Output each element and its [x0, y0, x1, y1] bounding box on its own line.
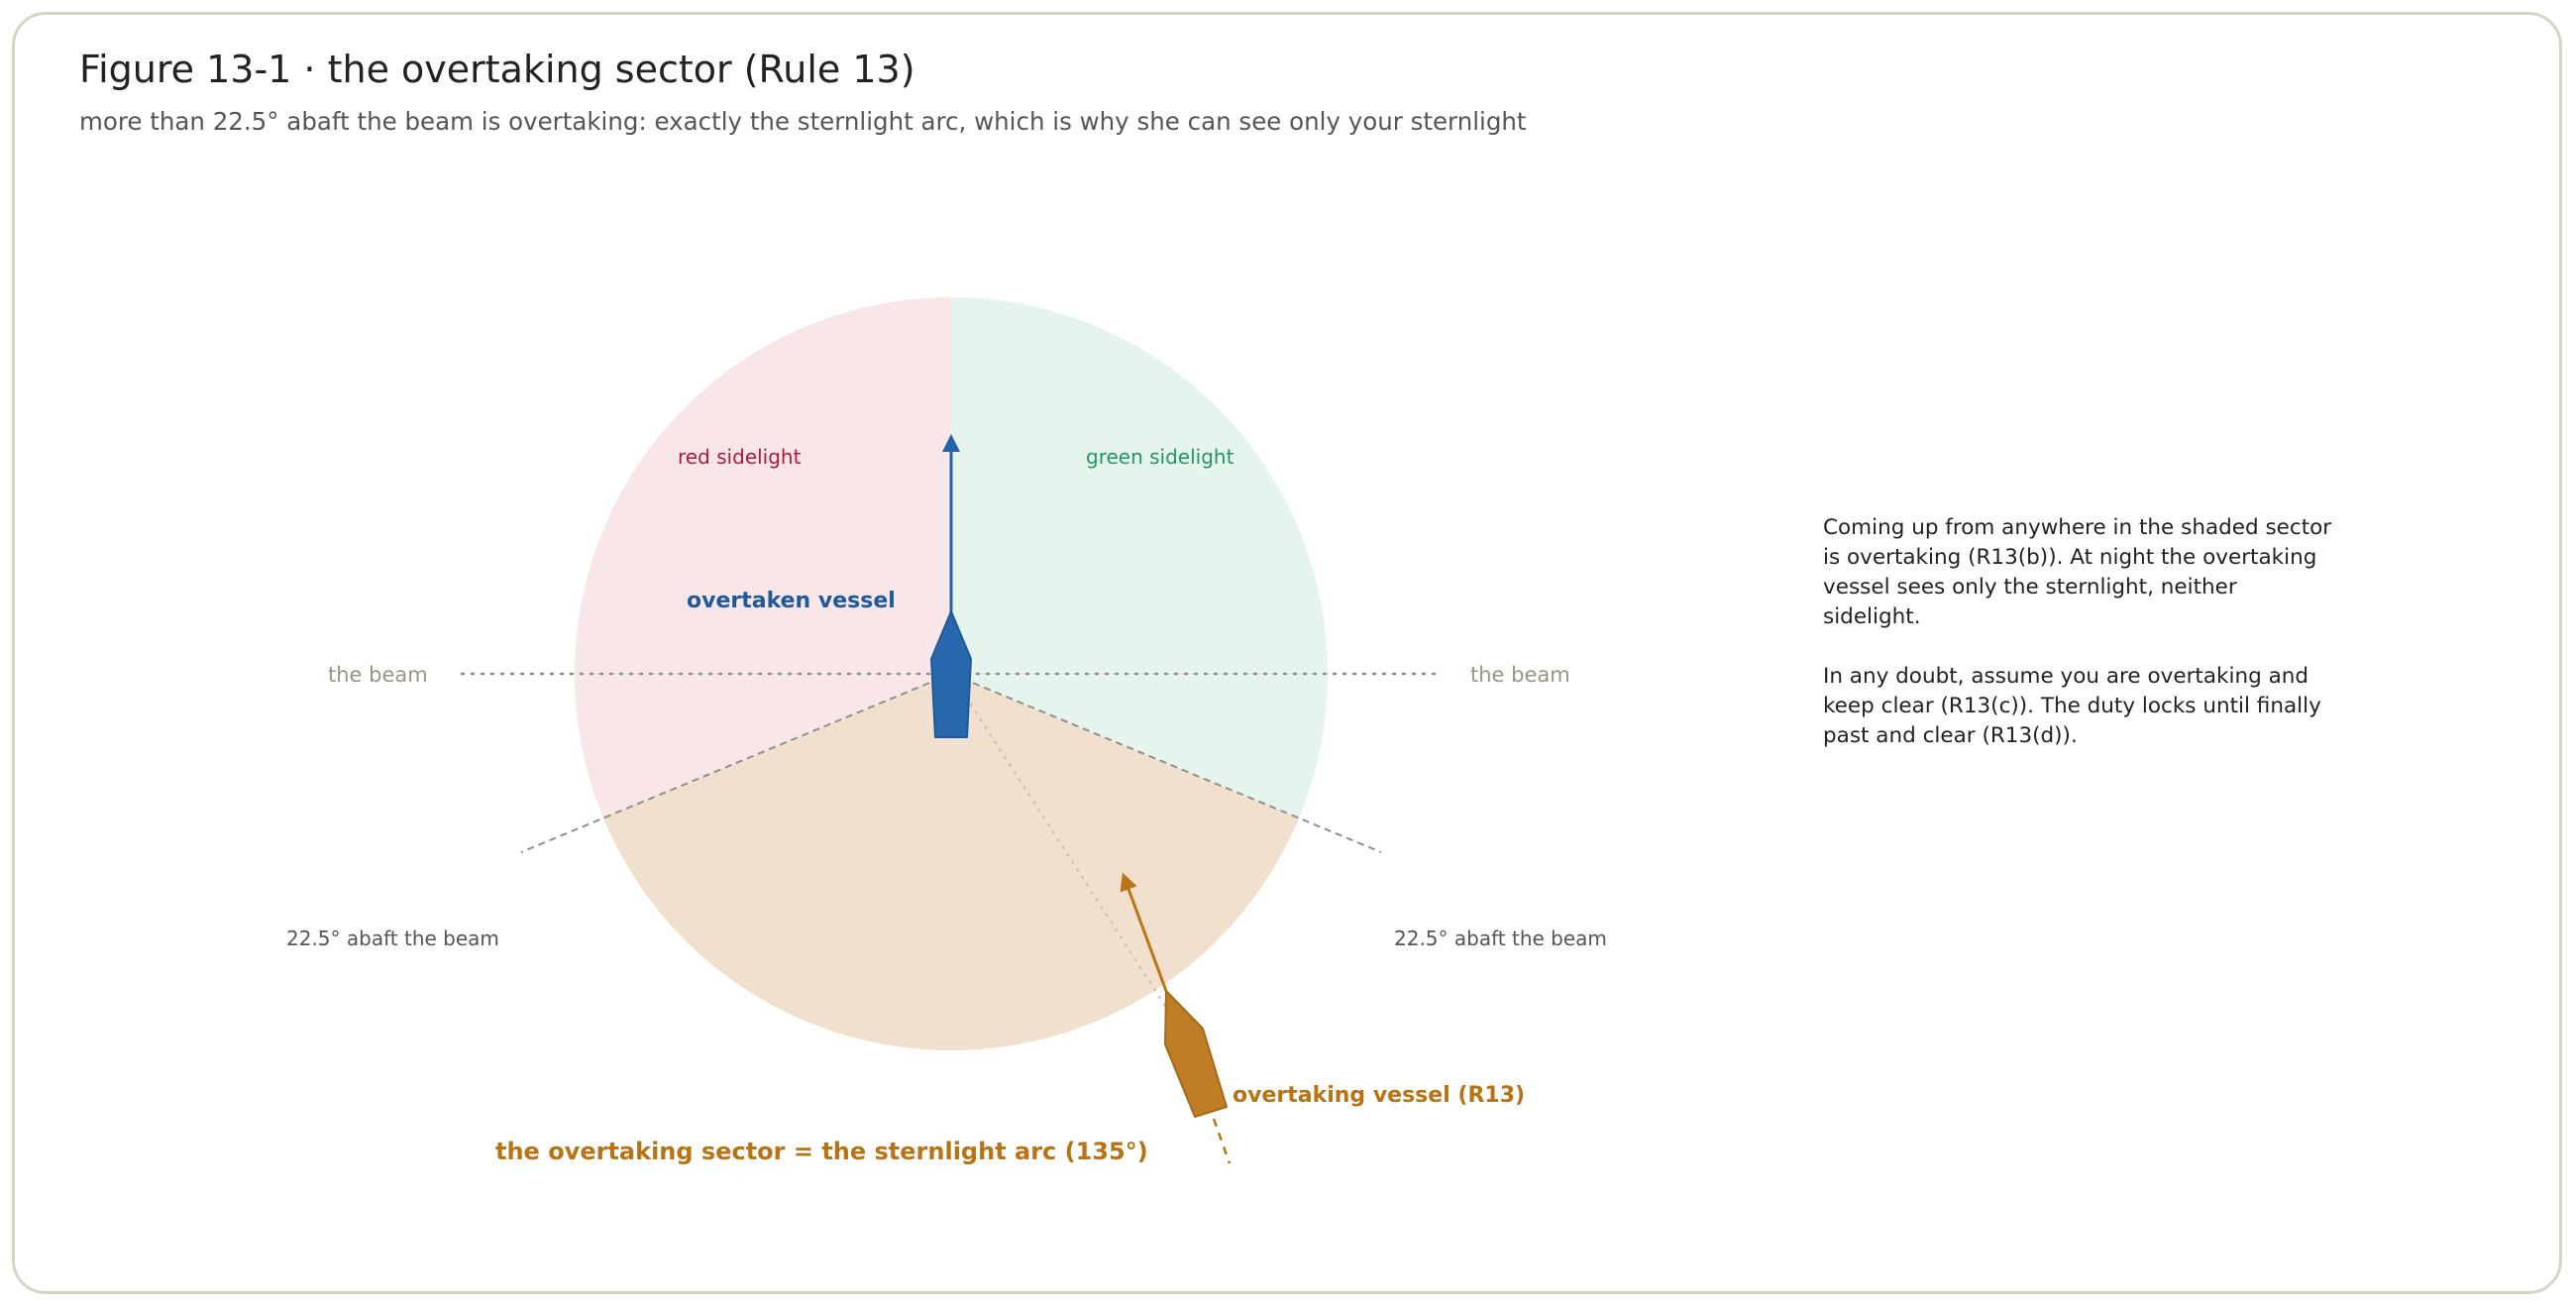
abaft-beam-label-left: 22.5° abaft the beam	[286, 926, 499, 950]
overtaking-sector-caption: the overtaking sector = the sternlight a…	[495, 1138, 1148, 1165]
abaft-boundary-left	[520, 673, 952, 853]
green-sidelight-sector	[951, 297, 1329, 818]
note-paragraph-overtaking-definition: Coming up from anywhere in the shaded se…	[1823, 515, 2332, 629]
overtaken-vessel-icon	[930, 610, 972, 738]
overtaking-heading-arrow	[1120, 872, 1168, 992]
sternlight-overtaking-sector	[602, 674, 1300, 1051]
explanation-notes: Coming up from anywhere in the shaded se…	[1823, 513, 2338, 781]
overtaken-vessel-label: overtaken vessel	[687, 589, 896, 613]
bearing-line	[950, 673, 1195, 1051]
figure-title: Figure 13-1 · the overtaking sector (Rul…	[79, 48, 915, 91]
overtaking-vessel-icon	[1164, 990, 1228, 1118]
beam-label-left: the beam	[328, 663, 428, 687]
beam-label-right: the beam	[1470, 663, 1570, 687]
note-paragraph-keep-clear: In any doubt, assume you are overtaking …	[1823, 664, 2321, 748]
figure-subtitle: more than 22.5° abaft the beam is overta…	[79, 107, 1527, 136]
red-sidelight-sector	[574, 296, 951, 818]
green-sidelight-label: green sidelight	[1086, 445, 1234, 469]
abaft-boundary-right	[950, 673, 1382, 853]
abaft-beam-label-right: 22.5° abaft the beam	[1394, 926, 1607, 950]
overtaking-wake	[1207, 1104, 1232, 1164]
red-sidelight-label: red sidelight	[678, 445, 802, 469]
overtaking-vessel-label: overtaking vessel (R13)	[1233, 1083, 1525, 1108]
